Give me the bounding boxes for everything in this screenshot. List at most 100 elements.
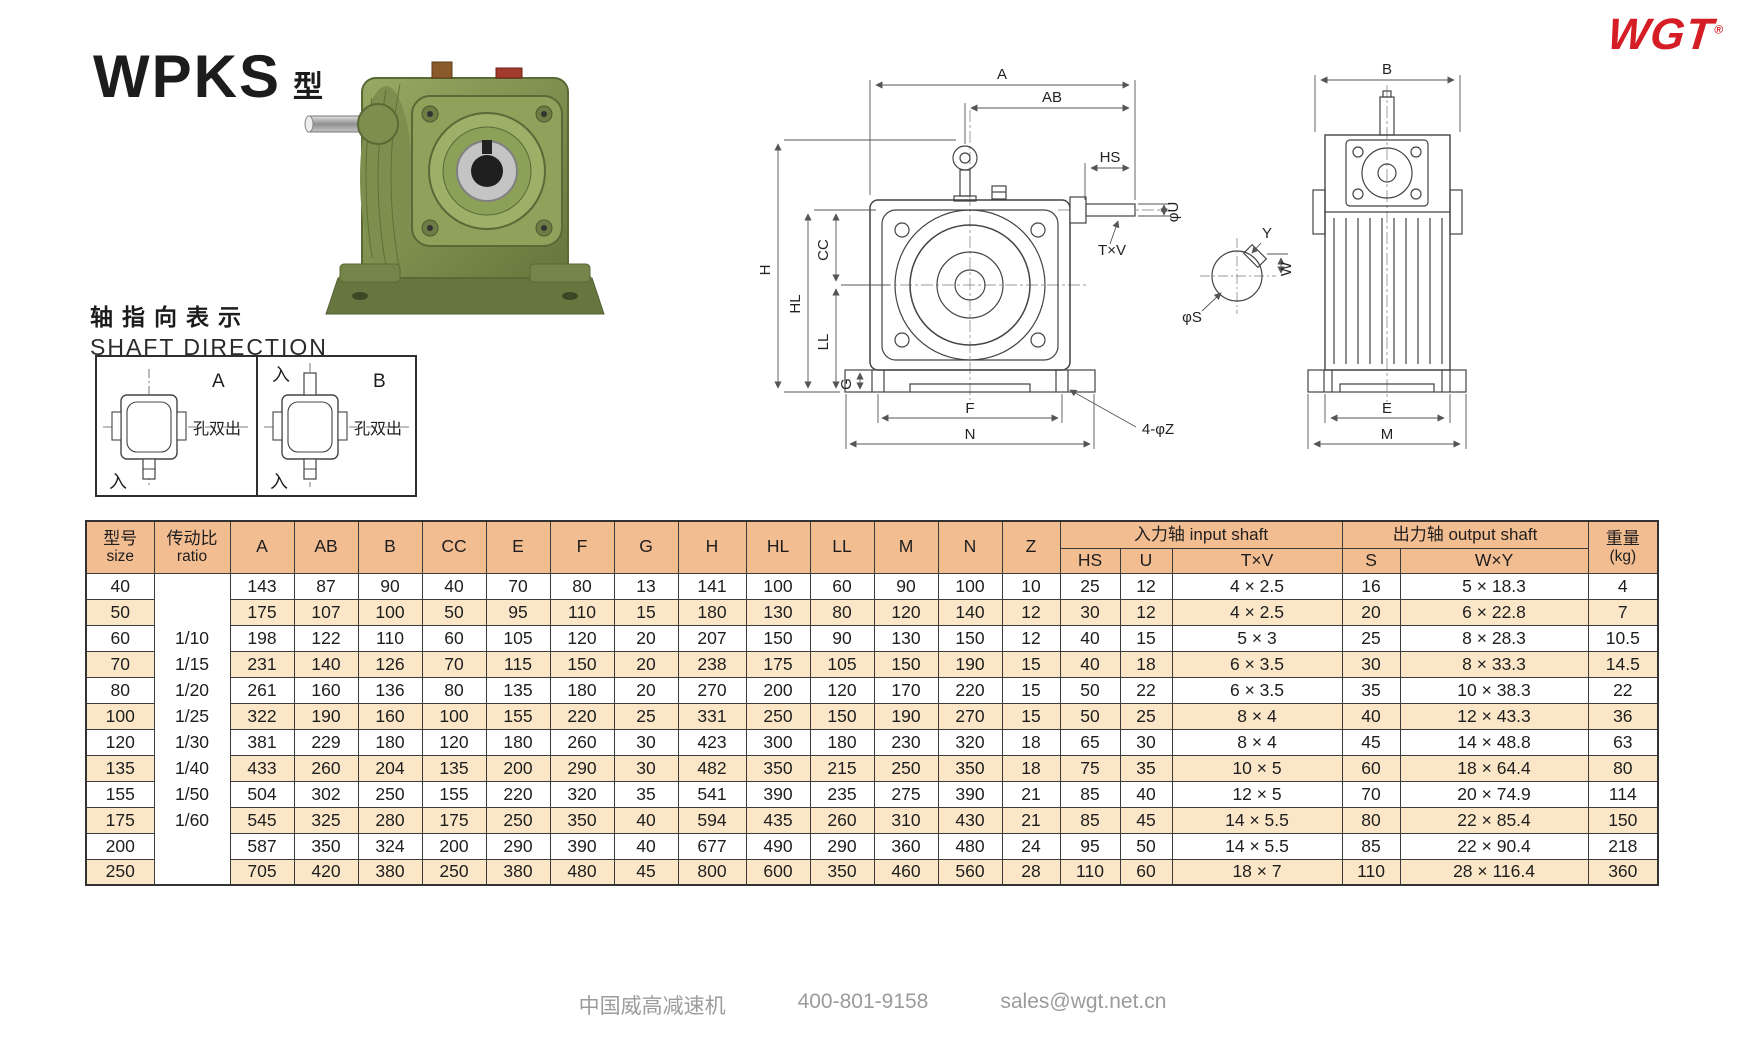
table-cell: 250	[745, 702, 811, 730]
col-header-input-shaft-group: 入力轴 input shaft	[1059, 520, 1343, 549]
table-cell: 230	[873, 728, 939, 756]
keyway-slot	[482, 140, 492, 154]
table-cell: 594	[677, 806, 747, 834]
table-cell: 120	[549, 624, 615, 652]
table-cell: 180	[809, 728, 875, 756]
table-cell: 200	[745, 676, 811, 704]
table-cell: 218	[1587, 832, 1659, 860]
table-cell: 350	[809, 858, 875, 886]
table-cell: 198	[229, 624, 295, 652]
table-cell: 1/15	[153, 651, 231, 677]
panel-b-input-bottom-text: 入	[270, 472, 288, 492]
table-cell: 160	[357, 702, 423, 730]
table-cell: 36	[1587, 702, 1659, 730]
table-cell: 100	[85, 702, 155, 730]
table-cell: 40	[1059, 624, 1121, 652]
table-cell: 60	[85, 624, 155, 652]
table-cell: 150	[809, 702, 875, 730]
table-cell: 85	[1059, 806, 1121, 834]
table-cell: 800	[677, 858, 747, 886]
table-cell: 105	[485, 624, 551, 652]
table-cell: 1/10	[153, 625, 231, 651]
table-cell: 300	[745, 728, 811, 756]
table-cell: 120	[421, 728, 487, 756]
table-cell: 40	[421, 572, 487, 600]
technical-drawings: A AB HS φU T×V H HL CC LL G F N 4-φZ	[757, 61, 1467, 449]
table-cell: 180	[549, 676, 615, 704]
table-cell: 6 × 3.5	[1171, 676, 1343, 704]
table-cell: 5 × 3	[1171, 624, 1343, 652]
col-subheader-u: U	[1119, 547, 1173, 574]
table-cell: 30	[613, 754, 679, 782]
table-cell: 126	[357, 650, 423, 678]
table-cell: 114	[1587, 780, 1659, 808]
table-cell: 25	[1059, 572, 1121, 600]
footer-email: sales@wgt.net.cn	[1000, 990, 1167, 1013]
table-cell: 120	[809, 676, 875, 704]
table-cell	[153, 599, 231, 625]
shaft-direction-heading-cn: 轴指向表示	[90, 304, 250, 330]
table-cell: 65	[1059, 728, 1121, 756]
table-cell: 21	[1001, 806, 1061, 834]
dim-label-m: M	[1381, 426, 1394, 443]
table-cell: 175	[421, 806, 487, 834]
table-cell: 35	[1341, 676, 1401, 704]
table-cell: 4 × 2.5	[1171, 572, 1343, 600]
dim-label-hl: HL	[787, 294, 804, 313]
front-view-drawing	[844, 110, 1170, 400]
table-cell: 10	[1001, 572, 1061, 600]
col-header-f: F	[549, 520, 615, 574]
table-cell: 22	[1587, 676, 1659, 704]
table-cell: 25	[1341, 624, 1401, 652]
table-cell: 105	[809, 650, 875, 678]
table-cell: 310	[873, 806, 939, 834]
table-cell: 14 × 48.8	[1399, 728, 1589, 756]
table-cell: 60	[809, 572, 875, 600]
panel-b-input-top-text: 入	[272, 365, 290, 385]
table-cell: 110	[1341, 858, 1401, 886]
table-cell: 545	[229, 806, 295, 834]
model-type-suffix: 型	[293, 71, 323, 104]
table-cell: 170	[873, 676, 939, 704]
table-cell: 435	[745, 806, 811, 834]
table-cell: 135	[421, 754, 487, 782]
table-cell: 302	[293, 780, 359, 808]
table-cell: 350	[549, 806, 615, 834]
table-cell: 24	[1001, 832, 1061, 860]
table-cell: 40	[1341, 702, 1401, 730]
table-cell: 155	[421, 780, 487, 808]
table-cell: 25	[613, 702, 679, 730]
table-cell: 15	[1001, 676, 1061, 704]
dim-label-y: Y	[1262, 225, 1272, 242]
table-cell: 135	[85, 754, 155, 782]
table-cell: 110	[1059, 858, 1121, 886]
footer-company: 中国威高减速机	[578, 995, 726, 1018]
oil-plug	[431, 61, 453, 79]
table-cell: 70	[1341, 780, 1401, 808]
table-cell: 10 × 38.3	[1399, 676, 1589, 704]
dim-label-ll: LL	[815, 334, 832, 351]
table-cell: 250	[485, 806, 551, 834]
col-header-z: Z	[1001, 520, 1061, 574]
side-view-dimensions	[1307, 75, 1467, 449]
table-cell: 45	[1341, 728, 1401, 756]
dim-label-g: G	[838, 378, 855, 390]
table-cell: 1/40	[153, 755, 231, 781]
front-view-dimensions	[774, 80, 1170, 449]
table-cell: 175	[229, 598, 295, 626]
table-cell: 150	[549, 650, 615, 678]
dim-label-h: H	[757, 265, 774, 276]
table-cell: 5 × 18.3	[1399, 572, 1589, 600]
side-view-drawing	[1307, 85, 1467, 402]
table-cell: 10 × 5	[1171, 754, 1343, 782]
logo-text: WGT	[1604, 10, 1716, 59]
table-cell: 290	[549, 754, 615, 782]
table-cell: 250	[421, 858, 487, 886]
table-cell: 360	[1587, 858, 1659, 886]
footer: 中国威高减速机 400-801-9158 sales@wgt.net.cn	[0, 990, 1745, 1020]
table-cell: 423	[677, 728, 747, 756]
